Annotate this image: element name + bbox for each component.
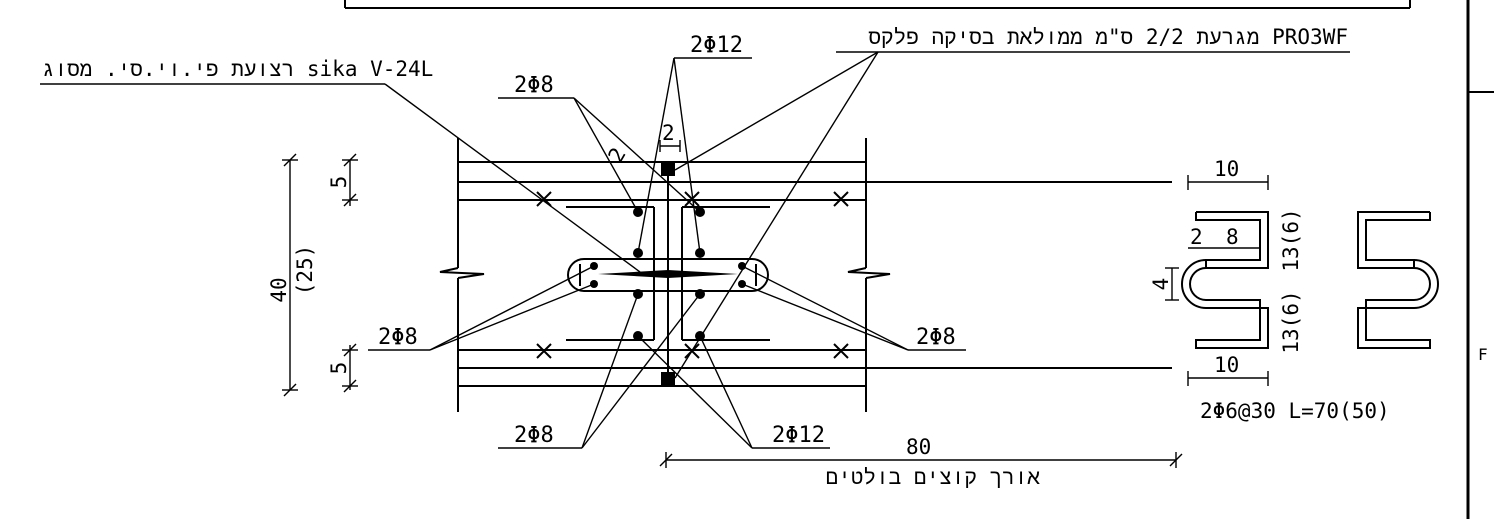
annotations: רצועת פי.וי.סי. מסוג sika V-24L מגרעת 2/… — [42, 25, 1390, 489]
rebar-top-12: 2Φ12 — [690, 33, 743, 58]
dim-stirrup-top: 10 — [1214, 157, 1239, 181]
rebar-left-8: 2Φ8 — [378, 325, 418, 350]
stirrup-detail-dimensioned — [1165, 175, 1269, 386]
dimension-height — [282, 153, 358, 397]
dim-stirrup-lower: 13(6) — [1279, 290, 1303, 353]
dim-total-height-alt: (25) — [293, 245, 317, 296]
title-block-border: F — [1466, 0, 1494, 519]
dim-stirrup-edge: 2 — [1190, 225, 1203, 249]
slab-lines — [458, 161, 1172, 387]
edge-mark: F — [1478, 345, 1488, 364]
dim-cover-top: 5 — [327, 176, 351, 189]
bolt-length-label: אורך קוצים בולטים — [826, 465, 1041, 489]
rebar-bottom-12: 2Φ12 — [772, 423, 825, 448]
leader-lines — [40, 51, 1350, 449]
top-groove-filler — [661, 162, 675, 176]
dim-stirrup-upper: 13(6) — [1279, 208, 1303, 271]
bottom-groove-filler — [661, 372, 675, 386]
groove-label: מגרעת 2/2 ס"מ ממולאת בסיקה פלקס PRO3WF — [868, 25, 1348, 49]
dim-stirrup-inner: 8 — [1226, 225, 1239, 249]
frame-top — [344, 0, 1411, 9]
dim-groove-width: 2 — [662, 121, 675, 145]
dim-stirrup-gap: 4 — [1149, 278, 1173, 291]
stirrup-spec: 2Φ6@30 L=70(50) — [1200, 399, 1390, 423]
transverse-bar-marks — [536, 191, 849, 359]
pvc-waterstop — [567, 258, 769, 292]
rebar-bottom-8: 2Φ8 — [514, 423, 554, 448]
dim-cover-bottom: 5 — [327, 362, 351, 375]
rebar-top-8: 2Φ8 — [514, 73, 554, 98]
dim-length: 80 — [906, 435, 931, 459]
dim-stirrup-bottom: 10 — [1214, 353, 1239, 377]
dim-groove-depth: 2 — [604, 144, 631, 167]
waterstop-label: רצועת פי.וי.סי. מסוג sika V-24L — [42, 57, 433, 81]
wall-outline — [439, 138, 891, 412]
rebar-right-8: 2Φ8 — [916, 325, 956, 350]
stirrup-detail-plain — [1357, 211, 1439, 349]
dimension-groove — [659, 140, 681, 152]
dimension-length — [659, 452, 1183, 468]
dim-total-height: 40 — [267, 277, 291, 302]
